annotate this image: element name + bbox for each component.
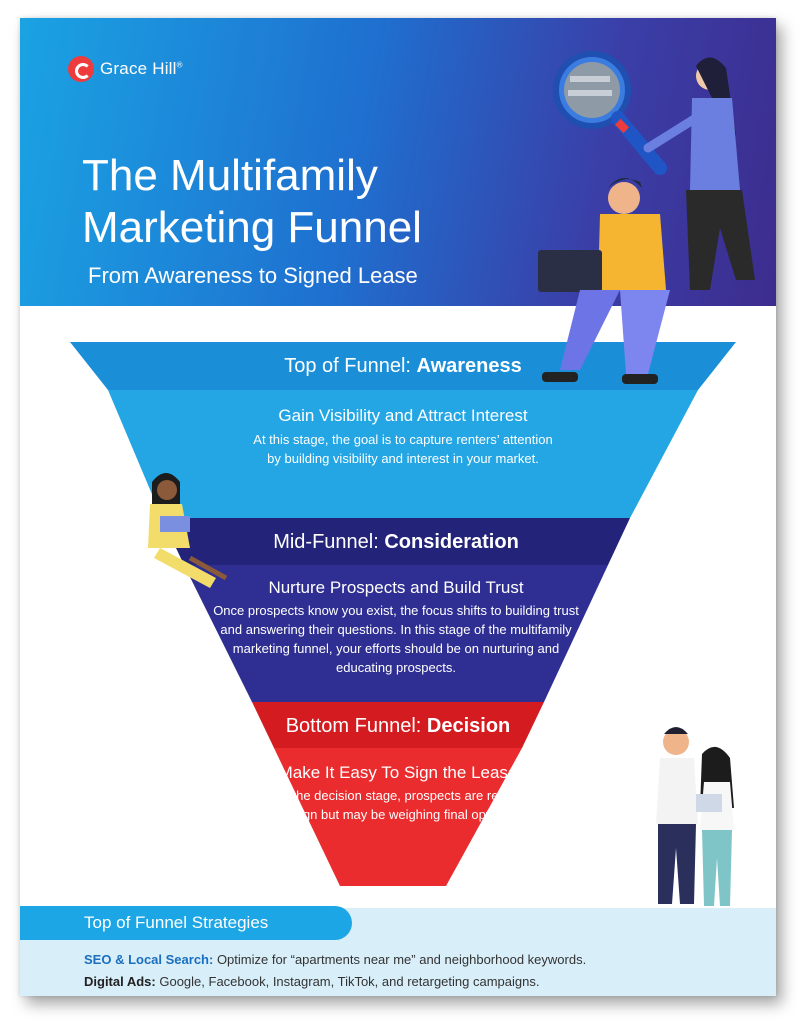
magnifying-glass-icon: [553, 51, 667, 175]
infographic-page: Grace Hill® The Multifamily Marketing Fu…: [20, 18, 776, 996]
man-with-laptop-icon: [538, 178, 670, 384]
stage-awareness-body: At this stage, the goal is to capture re…: [253, 432, 553, 466]
stage-awareness-title: Top of Funnel: Awareness: [284, 355, 522, 377]
stage-decision-heading: Make It Easy To Sign the Lease: [278, 763, 518, 782]
stage-consideration-body: Once prospects know you exist, the focus…: [213, 603, 579, 675]
brand-name: Grace Hill®: [100, 59, 183, 78]
consideration-body: [184, 565, 608, 702]
couple-with-tablet-icon: [656, 727, 734, 906]
awareness-body: [108, 390, 698, 518]
logo: Grace Hill®: [68, 56, 183, 82]
stage-decision-body: At the decision stage, prospects are rea…: [276, 788, 520, 822]
strategies-tab: [20, 906, 352, 940]
strategy-item-ads: Digital Ads: Google, Facebook, Instagram…: [84, 974, 540, 989]
stage-decision-title: Bottom Funnel: Decision: [285, 715, 511, 737]
stage-consideration-title: Mid-Funnel: Consideration: [273, 531, 519, 553]
decision-band: [252, 702, 544, 748]
woman-reading-icon: [148, 473, 228, 588]
strategies-label: Top of Funnel Strategies: [84, 913, 269, 932]
page-subtitle: From Awareness to Signed Lease: [88, 263, 418, 288]
woman-standing-icon: [643, 57, 755, 290]
consideration-band: [162, 518, 630, 565]
strategy-item-seo: SEO & Local Search: Optimize for “apartm…: [84, 952, 587, 967]
stage-consideration-heading: Nurture Prospects and Build Trust: [268, 578, 524, 597]
funnel-diagram: [70, 51, 755, 906]
logo-icon: [68, 56, 94, 82]
page-title: The Multifamily Marketing Funnel: [82, 151, 422, 252]
decision-body: [274, 748, 522, 886]
stage-awareness-heading: Gain Visibility and Attract Interest: [278, 406, 528, 425]
